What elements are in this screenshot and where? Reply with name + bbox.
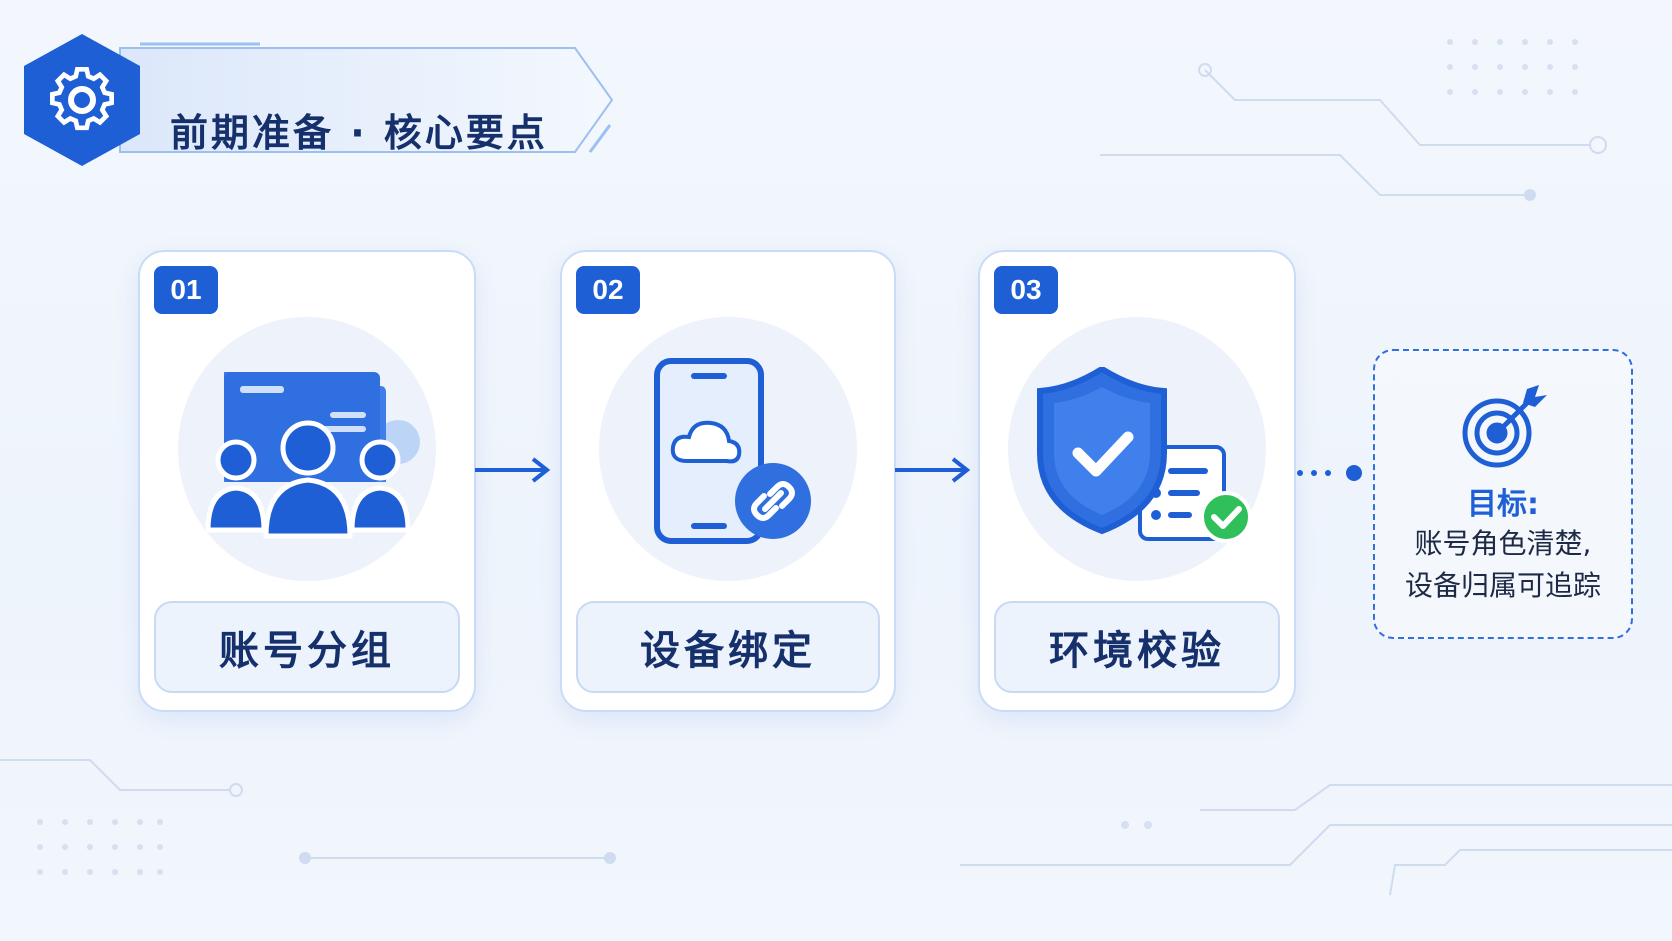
step-card-environment-check: 03 环境校验 xyxy=(978,250,1296,712)
step-label-box: 设备绑定 xyxy=(576,601,880,693)
step-label: 设备绑定 xyxy=(640,628,816,674)
step-label: 环境校验 xyxy=(1049,628,1225,674)
goal-title: 目标: xyxy=(1467,487,1539,522)
step-label-box: 环境校验 xyxy=(994,601,1280,693)
arrow-right-icon xyxy=(895,457,971,483)
step-label: 账号分组 xyxy=(219,628,395,674)
shield-check-icon xyxy=(1037,367,1252,543)
account-group-icon xyxy=(205,372,420,539)
arrow-right-icon xyxy=(475,457,551,483)
page-title: 前期准备 · 核心要点 xyxy=(170,111,548,155)
dotted-connector xyxy=(1297,465,1362,481)
step-card-account-group: 01 账号分组 xyxy=(138,250,476,712)
target-icon xyxy=(1462,385,1547,468)
goal-box: 目标: 账号角色清楚, 设备归属可追踪 xyxy=(1373,349,1633,639)
goal-line: 账号角色清楚, xyxy=(1414,527,1592,560)
device-link-icon xyxy=(654,358,811,544)
header-banner: 前期准备 · 核心要点 xyxy=(20,30,620,170)
step-number-badge: 02 xyxy=(576,266,640,314)
goal-line: 设备归属可追踪 xyxy=(1404,569,1601,602)
gear-icon xyxy=(24,34,140,166)
step-number-badge: 01 xyxy=(154,266,218,314)
step-number-badge: 03 xyxy=(994,266,1058,314)
step-card-device-binding: 02 设备绑定 xyxy=(560,250,896,712)
step-label-box: 账号分组 xyxy=(154,601,460,693)
goal-description: 账号角色清楚, 设备归属可追踪 xyxy=(1375,523,1631,607)
